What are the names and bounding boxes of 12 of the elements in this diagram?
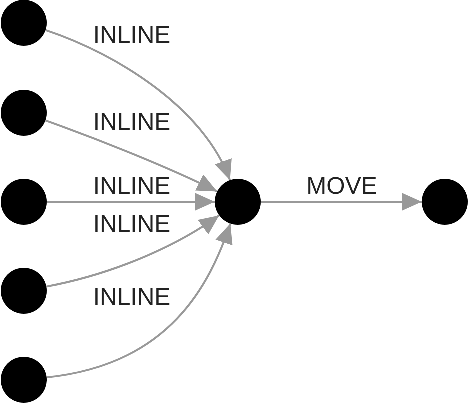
circle-node: [1, 0, 47, 46]
circle-node: [1, 179, 47, 225]
arrow: [45, 120, 218, 193]
circle-node: [1, 357, 47, 403]
circle-node: [422, 179, 468, 225]
arrow: [46, 214, 220, 288]
circle-node: [1, 90, 47, 136]
arrow: [45, 29, 232, 181]
arrow: [261, 193, 422, 211]
circle-node: [1, 268, 47, 314]
circle-node: [215, 179, 261, 225]
arrow: [47, 193, 215, 211]
